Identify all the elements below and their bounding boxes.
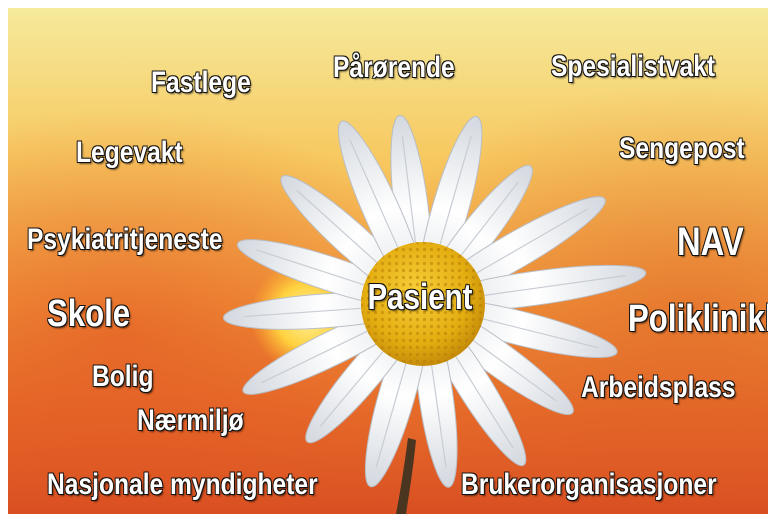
- label-poliklinikk: Poliklinikk: [628, 300, 768, 338]
- label-parorende: Pårørende: [333, 53, 455, 83]
- label-psykiatritjeneste: Psykiatritjeneste: [27, 225, 223, 255]
- label-nav: NAV: [677, 222, 744, 262]
- label-nasjonale-myndigheter: Nasjonale myndigheter: [47, 470, 318, 500]
- label-arbeidsplass: Arbeidsplass: [581, 373, 736, 403]
- label-legevakt: Legevakt: [76, 138, 183, 168]
- label-naermiljo: Nærmiljø: [137, 406, 244, 436]
- label-brukerorganisasjoner: Brukerorganisasjoner: [461, 470, 717, 500]
- label-pasient: Pasient: [363, 279, 478, 315]
- label-skole: Skole: [47, 295, 130, 333]
- label-fastlege: Fastlege: [151, 68, 251, 98]
- label-spesialistvakt: Spesialistvakt: [551, 52, 715, 82]
- label-sengepost: Sengepost: [619, 134, 745, 164]
- label-bolig: Bolig: [92, 362, 154, 392]
